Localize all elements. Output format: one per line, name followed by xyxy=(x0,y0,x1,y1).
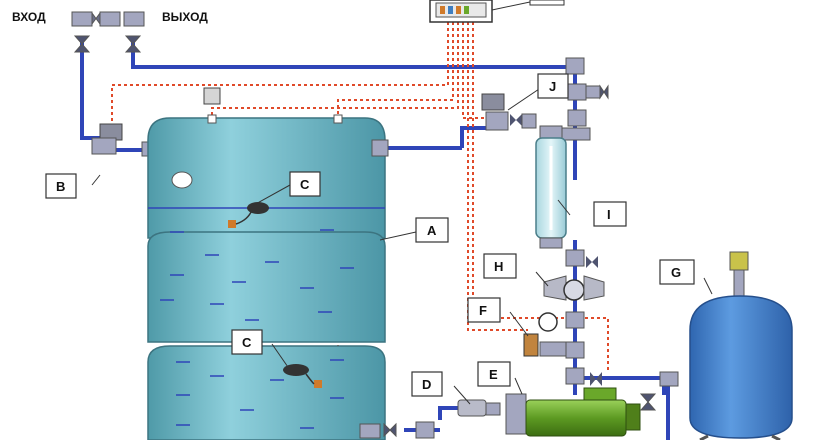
svg-text:A: A xyxy=(427,223,437,238)
float-switch-upper xyxy=(228,202,269,228)
svg-text:F: F xyxy=(479,303,487,318)
uv-sterilizer-i xyxy=(535,125,567,249)
sediment-filter-d xyxy=(457,399,501,417)
pressure-gauge-f xyxy=(523,311,602,386)
label-i: I xyxy=(593,201,627,227)
label-j: J xyxy=(537,73,569,99)
right-manifold xyxy=(559,57,609,141)
svg-text:B: B xyxy=(56,179,65,194)
solenoid-valve-j xyxy=(481,93,537,131)
svg-text:E: E xyxy=(489,367,498,382)
svg-text:G: G xyxy=(671,265,681,280)
storage-tank-a xyxy=(147,114,389,441)
svg-text:D: D xyxy=(422,377,431,392)
tank-outlet-valves xyxy=(359,421,435,439)
label-h: H xyxy=(483,253,517,279)
label-b: B xyxy=(45,173,77,199)
control-panel xyxy=(429,0,565,23)
inlet-valve-assembly xyxy=(71,11,145,53)
pressure-vessel-g xyxy=(689,251,793,442)
inlet-label: ВХОД xyxy=(12,10,46,24)
label-c-lower: C xyxy=(231,329,263,355)
label-f: F xyxy=(467,297,501,323)
float-switch-lower xyxy=(283,364,322,388)
label-c-upper: C xyxy=(289,171,321,197)
svg-text:H: H xyxy=(494,259,503,274)
label-e: E xyxy=(477,361,511,387)
label-d: D xyxy=(411,371,443,397)
svg-text:C: C xyxy=(300,177,310,192)
label-g: G xyxy=(659,259,695,285)
control-wiring xyxy=(111,22,609,381)
svg-text:J: J xyxy=(549,79,556,94)
pressure-switch-h xyxy=(543,249,605,301)
outlet-label: ВЫХОД xyxy=(162,10,208,24)
svg-text:C: C xyxy=(242,335,252,350)
junction-box xyxy=(203,87,221,105)
vessel-valves xyxy=(639,371,679,411)
callouts xyxy=(91,84,713,405)
svg-text:I: I xyxy=(607,207,611,222)
pump-e xyxy=(505,387,641,437)
label-a: A xyxy=(415,217,449,243)
